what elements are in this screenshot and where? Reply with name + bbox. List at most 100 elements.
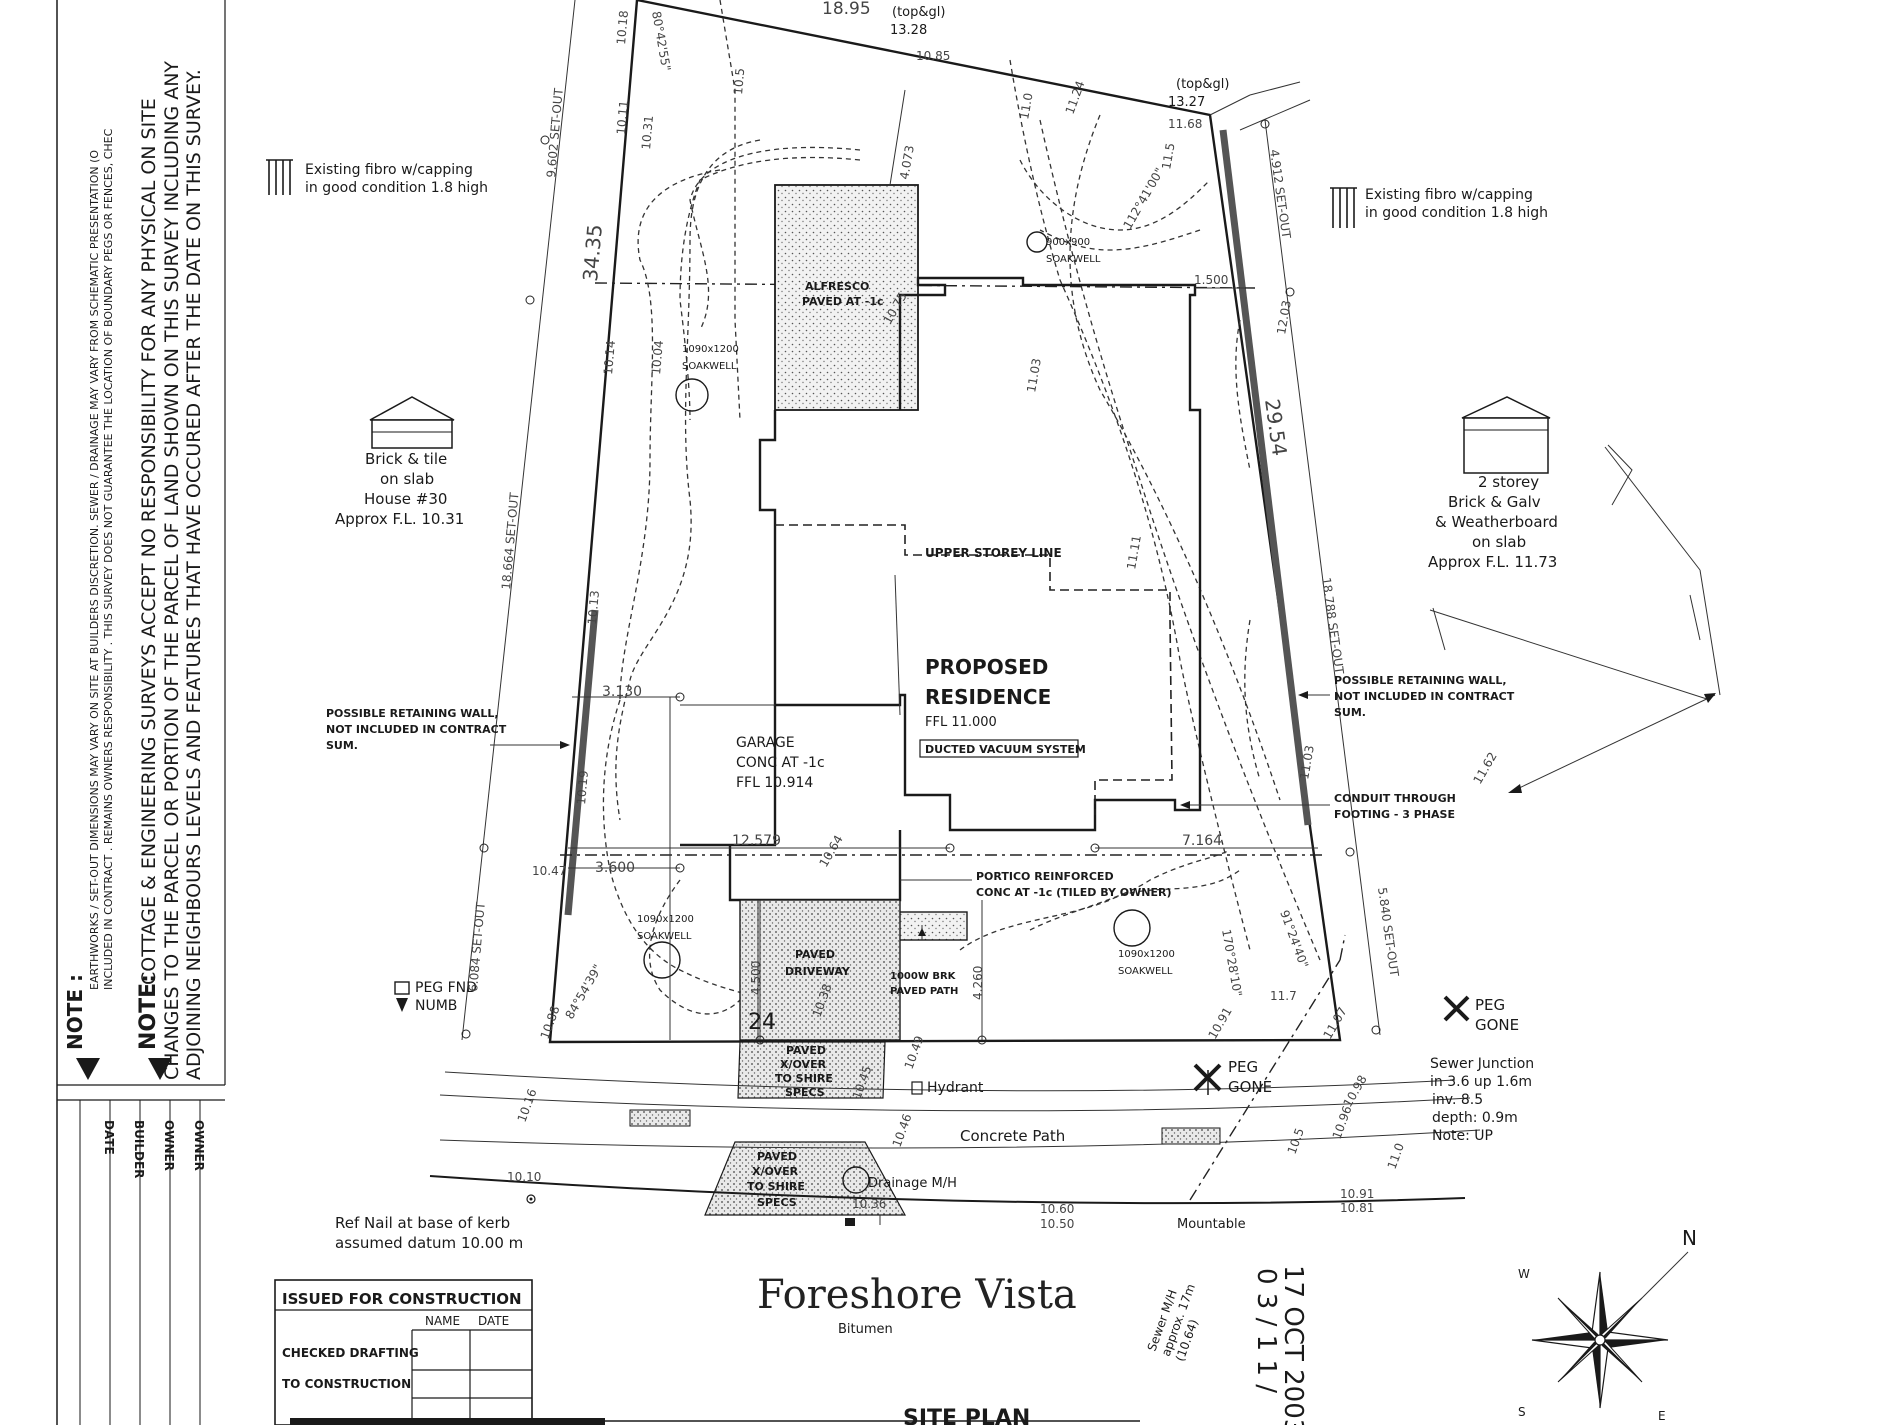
house-right-label-3: & Weatherboard bbox=[1435, 513, 1558, 531]
dimension-lines bbox=[568, 89, 1318, 1045]
note-small-line-1: EARTHWORKS / SET-OUT DIMENSIONS MAY VARY… bbox=[88, 150, 101, 990]
dim-3-600: 3.600 bbox=[595, 860, 635, 876]
peg-gone-right-label-1: PEG bbox=[1475, 996, 1505, 1014]
compass-e: E bbox=[1658, 1409, 1666, 1423]
received-stamp-2: 0 3 / 1 1 / bbox=[1251, 1268, 1281, 1393]
top-gl-1-label-1: (top&gl) bbox=[892, 5, 945, 20]
dim-4-260: 4.260 bbox=[971, 966, 985, 1000]
dim-18-788: 18.788 SET-OUT bbox=[1319, 576, 1347, 675]
spot-level: 10.31 bbox=[639, 115, 656, 150]
approval-col-date: DATE bbox=[478, 1314, 509, 1328]
xover1-label-1: PAVED bbox=[786, 1044, 826, 1057]
alfresco-label-1: ALFRESCO bbox=[805, 280, 869, 293]
spot-level: 10.85 bbox=[916, 49, 950, 63]
sewer-label-2: in 3.6 up 1.6m bbox=[1430, 1074, 1532, 1090]
spot-level: 10.91 bbox=[1340, 1187, 1374, 1201]
fence-right-label-1: Existing fibro w/capping bbox=[1365, 187, 1533, 203]
spot-level: 10.49 bbox=[902, 1034, 927, 1071]
leader-lines bbox=[490, 691, 1330, 940]
residence-ffl: FFL 11.000 bbox=[925, 715, 997, 730]
contour-lines bbox=[602, 0, 1321, 1015]
approval-header: ISSUED FOR CONSTRUCTION bbox=[282, 1290, 522, 1308]
soakwells bbox=[643, 231, 1151, 979]
compass-s: S bbox=[1518, 1405, 1526, 1419]
ref-nail-label-1: Ref Nail at base of kerb bbox=[335, 1214, 510, 1232]
driveway bbox=[704, 899, 907, 1216]
notes-sidebar: NOTE : EARTHWORKS / SET-OUT DIMENSIONS M… bbox=[56, 0, 226, 1425]
spot-level: 10.5 bbox=[1285, 1126, 1307, 1156]
concrete-path-label: Concrete Path bbox=[960, 1127, 1065, 1145]
retaining-right-label-2: NOT INCLUDED IN CONTRACT bbox=[1334, 690, 1515, 703]
sewer-label-1: Sewer Junction bbox=[1430, 1056, 1534, 1072]
drainage-icon bbox=[842, 1166, 870, 1194]
top-gl-2-label-2: 13.27 bbox=[1168, 95, 1205, 110]
house-right-label-2: Brick & Galv bbox=[1448, 493, 1541, 511]
title-bar bbox=[290, 1418, 1140, 1425]
dim-12-579: 12.579 bbox=[732, 833, 781, 849]
house-left-label-3: House #30 bbox=[364, 490, 447, 508]
spot-level: 10.88 bbox=[538, 1004, 563, 1041]
mountable-label: Mountable bbox=[1177, 1217, 1246, 1232]
spot-level: 10.46 bbox=[890, 1112, 915, 1149]
spot-level: 12.03 bbox=[1274, 299, 1294, 335]
peg-gone-mid-label-1: PEG bbox=[1228, 1058, 1258, 1076]
retaining-left-label-2: NOT INCLUDED IN CONTRACT bbox=[326, 723, 507, 736]
spot-level: 10.47 bbox=[532, 864, 566, 878]
dim-34-35: 34.35 bbox=[578, 223, 607, 282]
house-right-label-4: on slab bbox=[1472, 533, 1526, 551]
plan-labels: Existing fibro w/capping in good conditi… bbox=[305, 5, 1558, 1425]
soakwell-bl-label-2: SOAKWELL bbox=[637, 931, 692, 942]
spot-level: 10.16 bbox=[515, 1087, 540, 1124]
spot-level: 11.0 bbox=[1017, 92, 1035, 121]
retaining-right-label-3: SUM. bbox=[1334, 706, 1366, 719]
angle-5: 112°41'00" bbox=[1120, 165, 1166, 231]
spot-level: 11.0 bbox=[1385, 1141, 1407, 1171]
dim-18-664: 18.664 SET-OUT bbox=[499, 491, 521, 590]
dim-5-840: 5.840 SET-OUT bbox=[1375, 886, 1401, 978]
spot-level: 11.7 bbox=[1270, 989, 1297, 1003]
fence-legend-icon-right bbox=[1330, 187, 1357, 228]
soakwell-top-label-2: SOAKWELL bbox=[1046, 254, 1101, 265]
note-big-label: NOTE: bbox=[136, 974, 161, 1050]
peg-found-icon bbox=[394, 981, 410, 1012]
angle-2: 84°54'39" bbox=[562, 962, 604, 1022]
spot-level: 11.68 bbox=[1168, 117, 1202, 131]
spot-level: 10.96 bbox=[1330, 1104, 1355, 1141]
north-arrow-icon: N W S E bbox=[1518, 1226, 1697, 1423]
top-gl-2-label-1: (top&gl) bbox=[1176, 77, 1229, 92]
retaining-right-label-1: POSSIBLE RETAINING WALL, bbox=[1334, 674, 1507, 687]
received-stamp: 17 OCT 2003 bbox=[1278, 1265, 1308, 1425]
note-big-line-1: COTTAGE & ENGINEERING SURVEYS ACCEPT NO … bbox=[138, 98, 160, 985]
xover2-label-4: SPECS bbox=[757, 1196, 797, 1209]
spot-level: 11.03 bbox=[1024, 357, 1044, 393]
alfresco-slab: ALFRESCO PAVED AT -1c bbox=[774, 184, 919, 411]
compass-n: N bbox=[1682, 1226, 1697, 1250]
dim-9-602: 9.602 SET-OUT bbox=[544, 87, 566, 178]
approval-box: ISSUED FOR CONSTRUCTION NAME DATE CHECKE… bbox=[274, 1279, 533, 1425]
garage-label-1: GARAGE bbox=[736, 735, 795, 751]
fence-left-label-2: in good condition 1.8 high bbox=[305, 180, 488, 196]
house-icon-right bbox=[1461, 396, 1551, 474]
street-lines bbox=[429, 1071, 1481, 1226]
retaining-left-label-1: POSSIBLE RETAINING WALL, bbox=[326, 707, 499, 720]
dimension-labels: 18.95 34.35 29.54 9.602 SET-OUT 18.664 S… bbox=[466, 0, 1401, 1022]
driveway-label-2: DRIVEWAY bbox=[785, 965, 851, 978]
residence-label-1: PROPOSED bbox=[925, 655, 1048, 679]
ducted-vacuum-label: DUCTED VACUUM SYSTEM bbox=[925, 743, 1086, 756]
soakwell-br-label-2: SOAKWELL bbox=[1118, 966, 1173, 977]
spot-level: 10.60 bbox=[1040, 1202, 1074, 1216]
angle-1: 80°42'55" bbox=[649, 10, 673, 72]
xover2-label-3: TO SHIRE bbox=[747, 1180, 805, 1193]
dim-4-912: 4.912 SET-OUT bbox=[1267, 148, 1293, 240]
sewer-label-4: depth: 0.9m bbox=[1432, 1110, 1518, 1126]
alfresco-label-2: PAVED AT -1c bbox=[802, 295, 884, 308]
angle-3: 170°28'10" bbox=[1219, 928, 1245, 998]
warning-icon bbox=[76, 1058, 172, 1080]
peg-fnd-label-2: NUMB bbox=[415, 998, 457, 1014]
spot-level: 10.10 bbox=[507, 1170, 541, 1184]
soakwell-br-label-1: 1090x1200 bbox=[1118, 949, 1175, 960]
spot-level: 10.13 bbox=[585, 590, 602, 625]
brk-path-label-1: 1000W BRK bbox=[890, 971, 957, 982]
driveway-label-1: PAVED bbox=[795, 948, 835, 961]
